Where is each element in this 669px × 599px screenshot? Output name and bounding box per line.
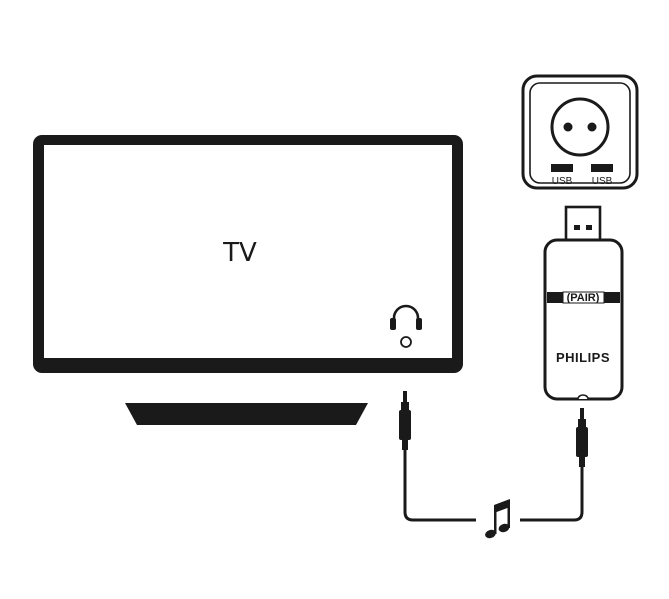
usb-port-left — [551, 164, 573, 172]
usb-plug — [564, 205, 602, 243]
tv-screen — [44, 145, 452, 358]
wall-socket: USB USB — [521, 74, 639, 190]
usb-port-right — [591, 164, 613, 172]
usb-label-left: USB — [552, 176, 573, 187]
socket-pin-right — [587, 122, 597, 132]
pair-button-face — [562, 291, 605, 304]
tv: TV — [33, 135, 463, 425]
pair-button-label: (PAIR) — [567, 292, 600, 304]
tv-stand — [125, 403, 368, 425]
music-note-icon — [485, 499, 510, 539]
audio-plug-right — [576, 408, 588, 467]
usb-plug-contact-right — [586, 225, 592, 230]
usb-transmitter: (PAIR) PHILIPS — [543, 205, 624, 401]
socket-outlet — [550, 97, 610, 157]
tv-label: TV — [222, 238, 257, 268]
brand-logo: PHILIPS — [556, 350, 610, 365]
audio-cable-left — [403, 450, 476, 522]
usb-plug-contact-left — [574, 225, 580, 230]
socket-pin-left — [563, 122, 573, 132]
transmitter-audio-port — [577, 394, 589, 400]
audio-cable-right — [520, 467, 584, 522]
usb-label-right: USB — [592, 176, 613, 187]
transmitter-body — [543, 238, 624, 401]
audio-plug-left — [399, 391, 411, 450]
headphone-icon — [390, 304, 422, 330]
headphone-jack — [400, 336, 412, 348]
